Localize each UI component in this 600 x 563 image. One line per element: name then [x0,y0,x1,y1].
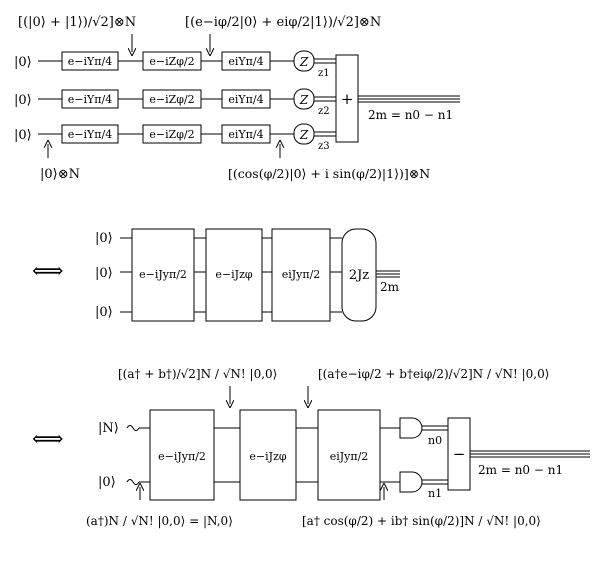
gate-ry-plus-3: eiYπ/4 [228,128,263,141]
phase-shifter [239,409,297,501]
result-label-1: 2m = n0 − n1 [368,108,453,122]
gate-jz-p2: e−iJzφ [215,268,252,281]
beam-splitter-1 [149,409,215,501]
top-right-state-label: [(a†e−iφ/2 + b†eiφ/2)/√2]N / √N! |0,0⟩ [318,367,549,381]
ket-zero-p2-2: |0⟩ [95,266,113,281]
input-state-label: |0⟩⊗N [40,167,80,182]
gate-ry-plus-1: eiYπ/4 [228,55,263,68]
panel-optical-circuit: [(a† + b†)/√2]N / √N! |0,0⟩ [(a†e−iφ/2 +… [32,367,590,528]
detector-top [399,417,423,439]
meter-z-2: Z [299,93,309,107]
gate-ry-minus-2: e−iYπ/4 [68,93,112,106]
panel-collective-circuit: ⟺ |0⟩ |0⟩ |0⟩ e−iJyπ/2 e−iJzφ eiJyπ/2 2J… [32,228,400,322]
ket-zero-2: |0⟩ [14,93,32,108]
outcome-z3: z3 [318,141,330,152]
outcome-n0: n0 [428,434,442,447]
sum-symbol: + [341,90,354,108]
outcome-z1: z1 [318,68,330,79]
measure-2jz: 2Jz [349,268,369,283]
gate-rz-1: e−iZφ/2 [149,55,194,68]
gate-box-jy-minus [131,228,195,322]
ket-zero-p2-3: |0⟩ [95,305,113,320]
gate-ry-minus-1: e−iYπ/4 [68,55,112,68]
qubit-row-1: |0⟩ e−iYπ/4 e−iZφ/2 eiYπ/4 Z z1 [14,50,336,79]
detector-bottom [399,471,423,493]
bottom-left-state-label: (a†)N / √N! |0,0⟩ = |N,0⟩ [86,514,233,528]
qubit-row-2: |0⟩ e−iYπ/4 e−iZφ/2 eiYπ/4 Z z2 [14,88,336,117]
meter-z-3: Z [299,128,309,142]
photon-input-wavy-top [126,425,140,431]
top-left-state-label: [(a† + b†)/√2]N / √N! |0,0⟩ [118,367,277,381]
result-label-2: 2m [380,280,400,294]
ket-zero-1: |0⟩ [14,55,32,70]
rotated-state-label: [(cos(φ/2)|0⟩ + i sin(φ/2)|1⟩)]⊗N [228,166,430,181]
meter-z-1: Z [299,55,309,69]
gate-jy-minus-p2: e−iJyπ/2 [139,268,187,281]
bottom-right-state-label: [a† cos(φ/2) + ib† sin(φ/2)]N / √N! |0,0… [302,514,541,528]
ket-zero-p2-1: |0⟩ [95,231,113,246]
minus-symbol: − [453,445,466,463]
phase-state-label: [(e−iφ/2|0⟩ + eiφ/2|1⟩)/√2]⊗N [185,15,381,30]
result-label-3: 2m = n0 − n1 [478,463,563,477]
gate-ry-minus-3: e−iYπ/4 [68,128,112,141]
gate-jy-plus-p2: eiJyπ/2 [282,268,321,281]
hadamard-state-label: [(|0⟩ + |1⟩)/√2]⊗N [18,15,136,30]
gate-box-jy-plus [271,228,331,322]
gate-jz-p3: e−iJzφ [249,450,286,463]
panel-qubit-circuit: [(|0⟩ + |1⟩)/√2]⊗N [(e−iφ/2|0⟩ + eiφ/2|1… [14,15,460,182]
gate-rz-2: e−iZφ/2 [149,93,194,106]
beam-splitter-2 [317,409,381,501]
photon-input-wavy-bottom [126,479,140,485]
ket-zero-3: |0⟩ [14,128,32,143]
equiv-symbol-2: ⟺ [32,259,64,284]
outcome-n1: n1 [428,487,442,500]
gate-ry-plus-2: eiYπ/4 [228,93,263,106]
ket-zero-p3: |0⟩ [98,475,116,490]
qubit-row-3: |0⟩ e−iYπ/4 e−iZφ/2 eiYπ/4 Z z3 [14,123,336,152]
gate-rz-3: e−iZφ/2 [149,128,194,141]
gate-jy-minus-p3: e−iJyπ/2 [158,450,206,463]
equiv-symbol-3: ⟺ [32,427,64,452]
ket-n: |N⟩ [98,421,119,436]
measure-2jz-box [341,228,377,322]
gate-box-jz [205,228,263,322]
outcome-z2: z2 [318,106,330,117]
gate-jy-plus-p3: eiJyπ/2 [330,450,369,463]
